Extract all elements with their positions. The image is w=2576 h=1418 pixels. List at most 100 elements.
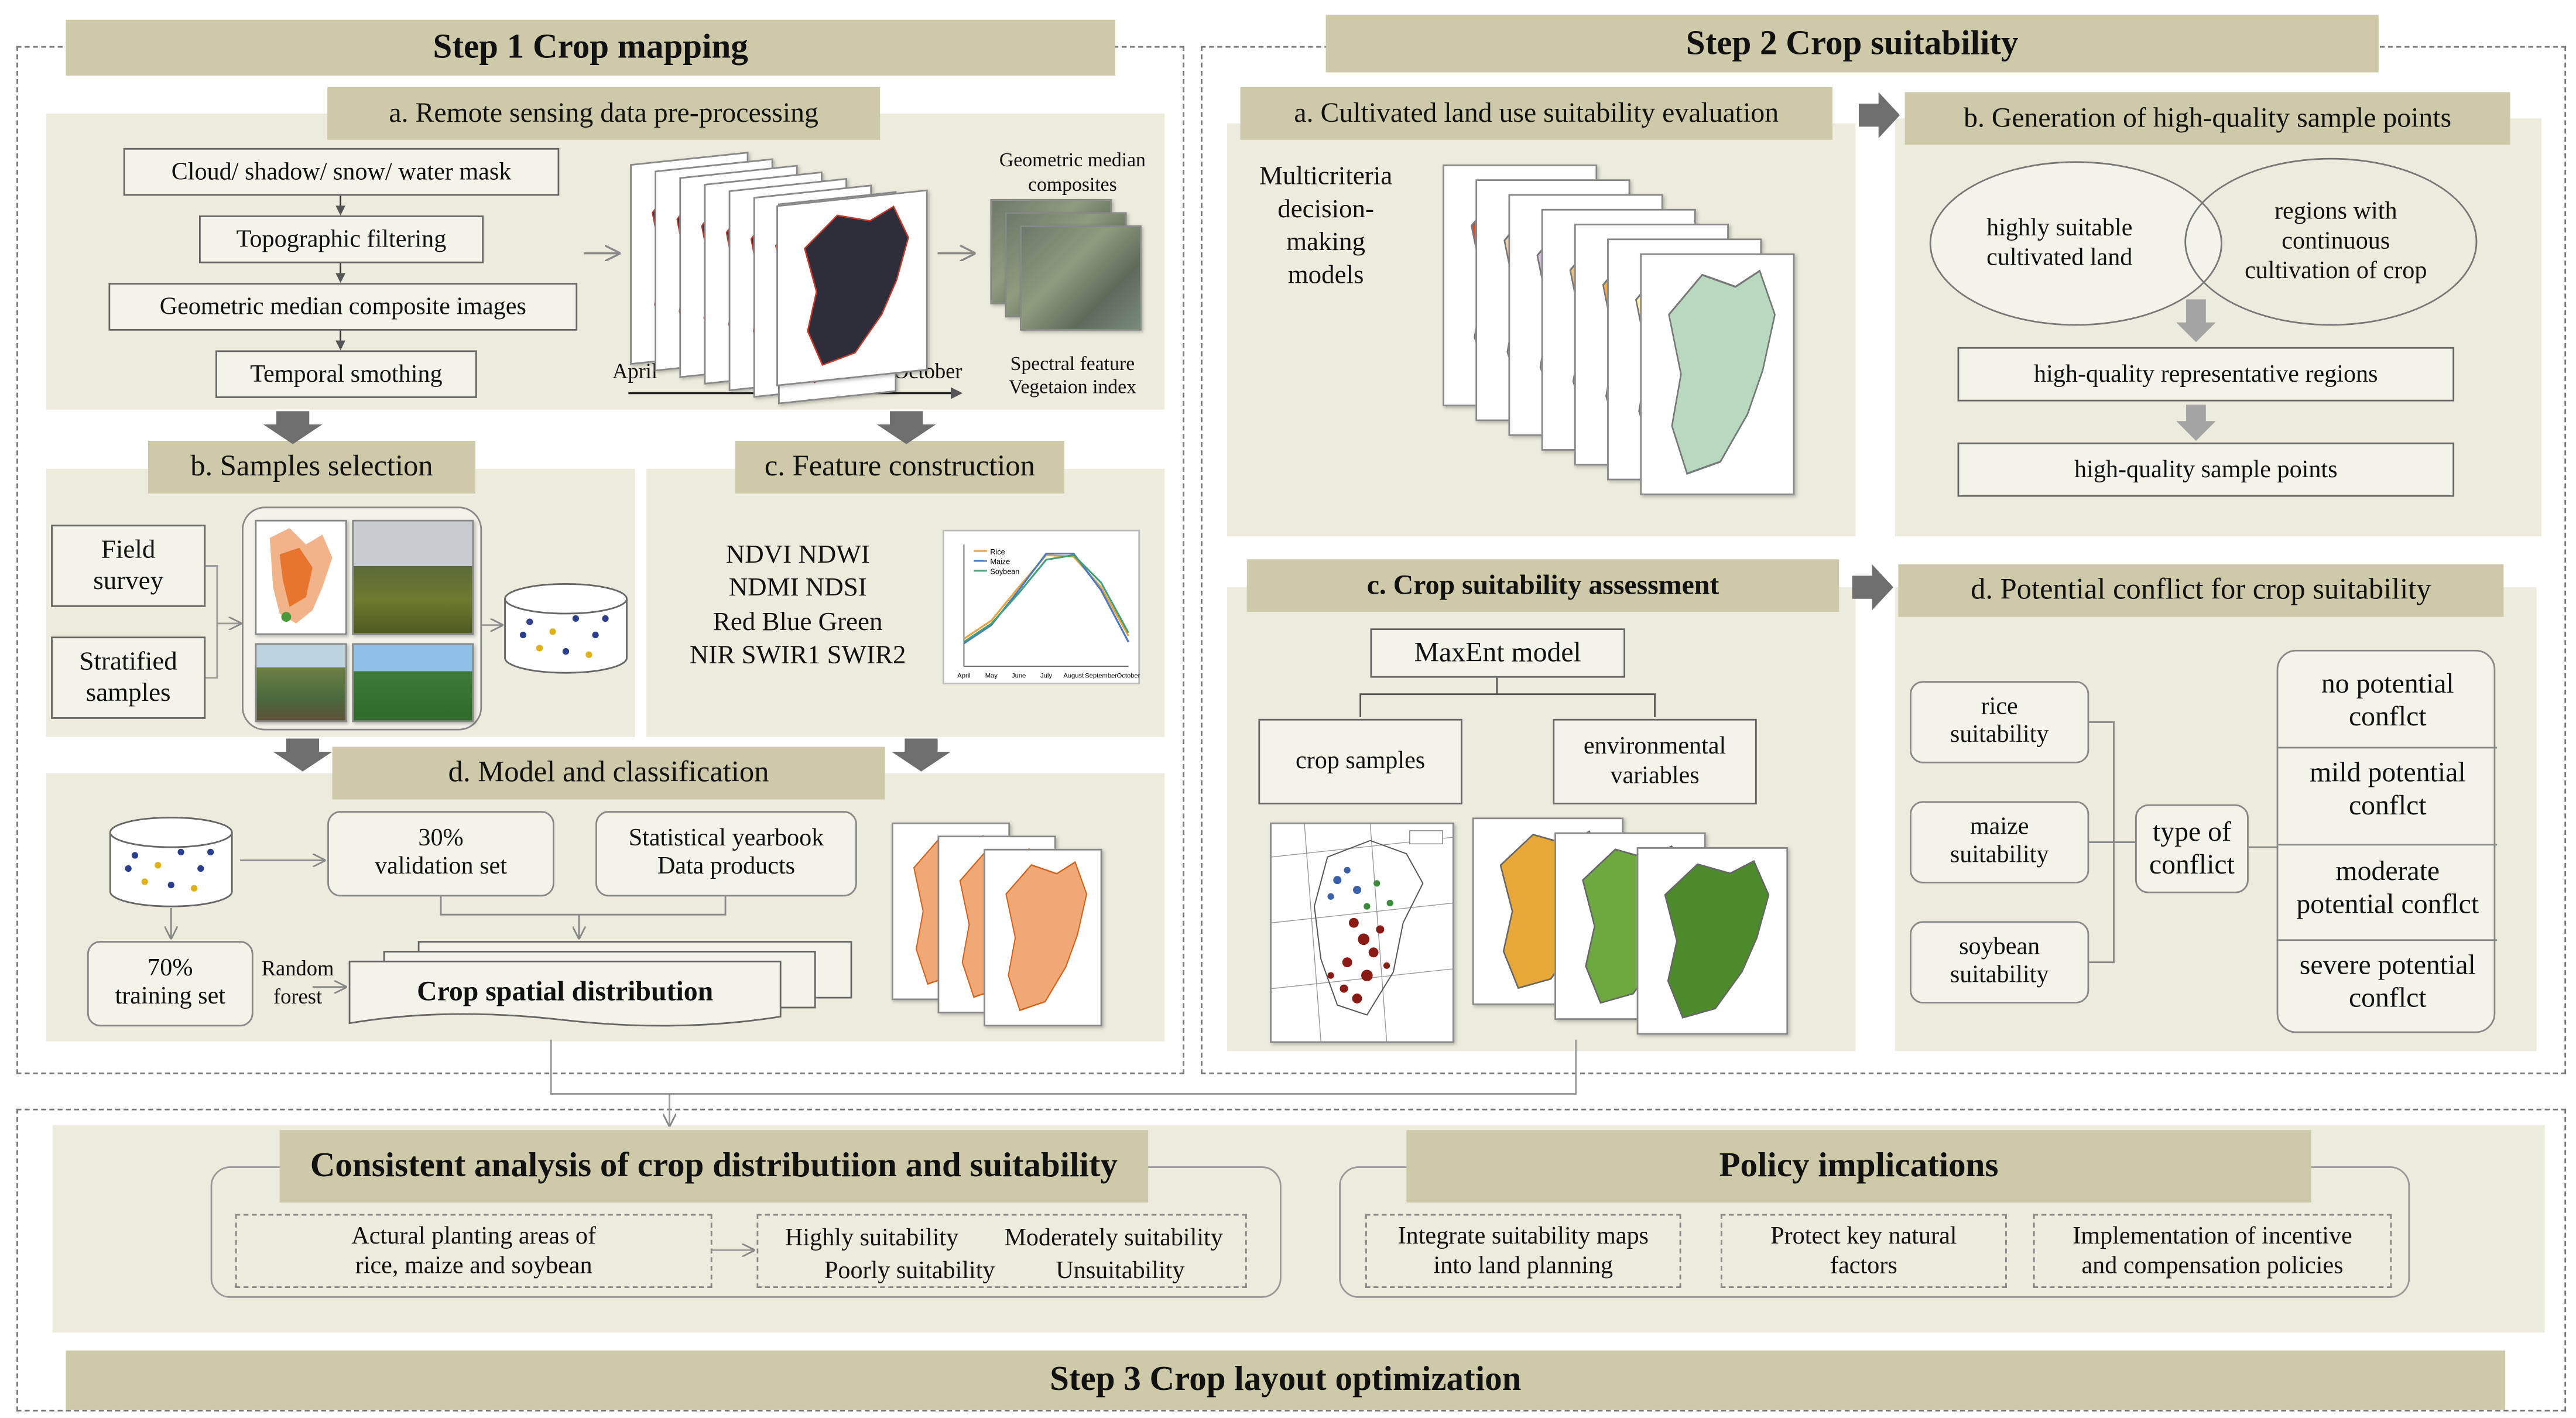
- maize-label: maize: [1969, 814, 2029, 841]
- x-tick-label: April: [957, 673, 970, 680]
- training-line2: training set: [115, 984, 226, 1011]
- maize-suitability-label: suitability: [1950, 842, 2049, 869]
- index-line-4: NIR SWIR1 SWIR2: [689, 641, 906, 670]
- rice-suitability-box: rice suitability: [1910, 681, 2089, 763]
- policy-incentives: Implementation of incentive and compensa…: [2033, 1214, 2392, 1288]
- conflict-divider-3: [2278, 939, 2498, 941]
- x-tick-label: July: [1040, 673, 1052, 680]
- c4-line1: severe potential: [2299, 949, 2476, 981]
- ell2-line3: cultivation of crop: [2245, 258, 2427, 285]
- statistical-data-box: Statistical yearbook Data products: [595, 811, 857, 897]
- soybean-suitability-label: suitability: [1950, 962, 2049, 989]
- panel-2c-title: c. Crop suitability assessment: [1246, 559, 1839, 612]
- index-line-3: Red Blue Green: [712, 608, 883, 637]
- field-survey-box: Field survey: [51, 525, 206, 607]
- c4-line2: conflct: [2348, 982, 2427, 1014]
- stat-line1: Statistical yearbook: [628, 825, 824, 852]
- satellite-composite: [1020, 225, 1142, 331]
- actual-planting-box: Actural planting areas of rice, maize an…: [235, 1214, 712, 1288]
- legend-label: Maize: [990, 558, 1010, 566]
- composite-label-2: composites: [1028, 173, 1117, 196]
- validation-line1: 30%: [418, 825, 464, 852]
- series-line-soybean: [963, 554, 1129, 643]
- field-photo-1: [352, 519, 474, 635]
- maize-suitability-box: maize suitability: [1910, 801, 2089, 883]
- series-line-maize: [963, 553, 1129, 645]
- rice-suitability-label: suitability: [1950, 722, 2049, 749]
- suitability-map: [1640, 253, 1795, 495]
- topographic-box: Topographic filtering: [198, 215, 484, 263]
- spatial-doc-front: Crop spatial distribution: [348, 960, 782, 1027]
- step3-title: Step 3 Crop layout optimization: [66, 1350, 2506, 1410]
- x-tick-label: August: [1063, 673, 1084, 680]
- representative-regions-box: high-quality representative regions: [1957, 347, 2455, 402]
- mask-box: Cloud/ shadow/ snow/ water mask: [123, 148, 560, 196]
- p3-line1: Implementation of incentive: [2073, 1223, 2352, 1249]
- mcdm-line-3: making: [1286, 228, 1366, 257]
- step3-frame: [16, 1108, 2567, 1412]
- c3-line2: potential conflct: [2296, 889, 2479, 920]
- continuous-cultivation-ellipse: regions with continuous cultivation of c…: [2184, 157, 2478, 326]
- soybean-label: soybean: [1959, 934, 2040, 961]
- env-line2: variables: [1610, 763, 1700, 790]
- p1-line2: into land planning: [1433, 1252, 1614, 1279]
- legend-label: Rice: [990, 548, 1005, 556]
- c1-line1: no potential: [2321, 667, 2454, 700]
- x-tick-label: September: [1085, 673, 1117, 680]
- validation-line2: validation set: [375, 854, 507, 881]
- p2-line2: factors: [1830, 1252, 1897, 1279]
- smoothing-box: Temporal smothing: [215, 350, 477, 398]
- type-line2: conflict: [2149, 848, 2235, 881]
- policy-land-planning: Integrate suitability maps into land pla…: [1365, 1214, 1681, 1288]
- actual-line2: rice, maize and soybean: [355, 1252, 592, 1279]
- stat-line2: Data products: [657, 854, 796, 881]
- highly-suitability-label: Highly suitability: [785, 1225, 959, 1252]
- p2-line1: Protect key natural: [1770, 1223, 1957, 1249]
- sample-database-icon: [503, 583, 629, 674]
- field-survey-line2: survey: [93, 567, 164, 596]
- mcdm-line-4: models: [1287, 261, 1364, 290]
- vegetation-index-label: Vegetaion index: [1008, 375, 1137, 398]
- crop-suitability-map: [1636, 847, 1789, 1035]
- p1-line1: Integrate suitability maps: [1397, 1223, 1649, 1249]
- random-forest-label-1: Random: [261, 955, 334, 981]
- panel-2b-title: b. Generation of high-quality sample poi…: [1904, 92, 2510, 145]
- policy-title: Policy implications: [1406, 1130, 2311, 1203]
- field-survey-line1: Field: [101, 536, 156, 564]
- x-tick-label: June: [1012, 673, 1026, 680]
- panel-2a-title: a. Cultivated land use suitability evalu…: [1240, 87, 1833, 140]
- consistent-title: Consistent analysis of crop distributiio…: [279, 1130, 1149, 1203]
- poorly-suitability-label: Poorly suitability: [824, 1258, 995, 1285]
- geomedian-box: Geometric median composite images: [108, 283, 578, 331]
- ell1-line2: cultivated land: [1986, 245, 2133, 272]
- field-photo-3: [352, 643, 474, 722]
- policy-natural-factors: Protect key natural factors: [1720, 1214, 2007, 1288]
- stratified-line1: Stratified: [79, 648, 177, 676]
- type-line1: type of: [2152, 816, 2231, 848]
- classified-map: [984, 848, 1102, 1027]
- ell1-line1: highly suitable: [1986, 215, 2133, 242]
- c3-line1: moderate: [2335, 855, 2440, 887]
- training-line1: 70%: [148, 955, 193, 982]
- training-set-box: 70% training set: [87, 941, 254, 1027]
- maxent-box: MaxEnt model: [1370, 628, 1625, 678]
- field-photo-2: [255, 643, 347, 722]
- x-tick-label: October: [1116, 673, 1140, 680]
- sample-points-box: high-quality sample points: [1957, 442, 2455, 497]
- validation-set-box: 30% validation set: [327, 811, 554, 897]
- ell2-line2: continuous: [2282, 228, 2390, 255]
- env-line1: environmental: [1583, 734, 1727, 761]
- c2-line2: conflct: [2348, 790, 2427, 822]
- ell2-line1: regions with: [2274, 198, 2397, 225]
- step2-title: Step 2 Crop suitability: [1325, 15, 2379, 73]
- sample-map-thumb: [255, 519, 347, 635]
- crop-samples-box: crop samples: [1258, 718, 1462, 804]
- timeseries-frame: [776, 189, 928, 386]
- c2-line1: mild potential: [2309, 756, 2466, 788]
- step1-title: Step 1 Crop mapping: [66, 19, 1115, 76]
- panel-1c-title: c. Feature construction: [735, 440, 1064, 494]
